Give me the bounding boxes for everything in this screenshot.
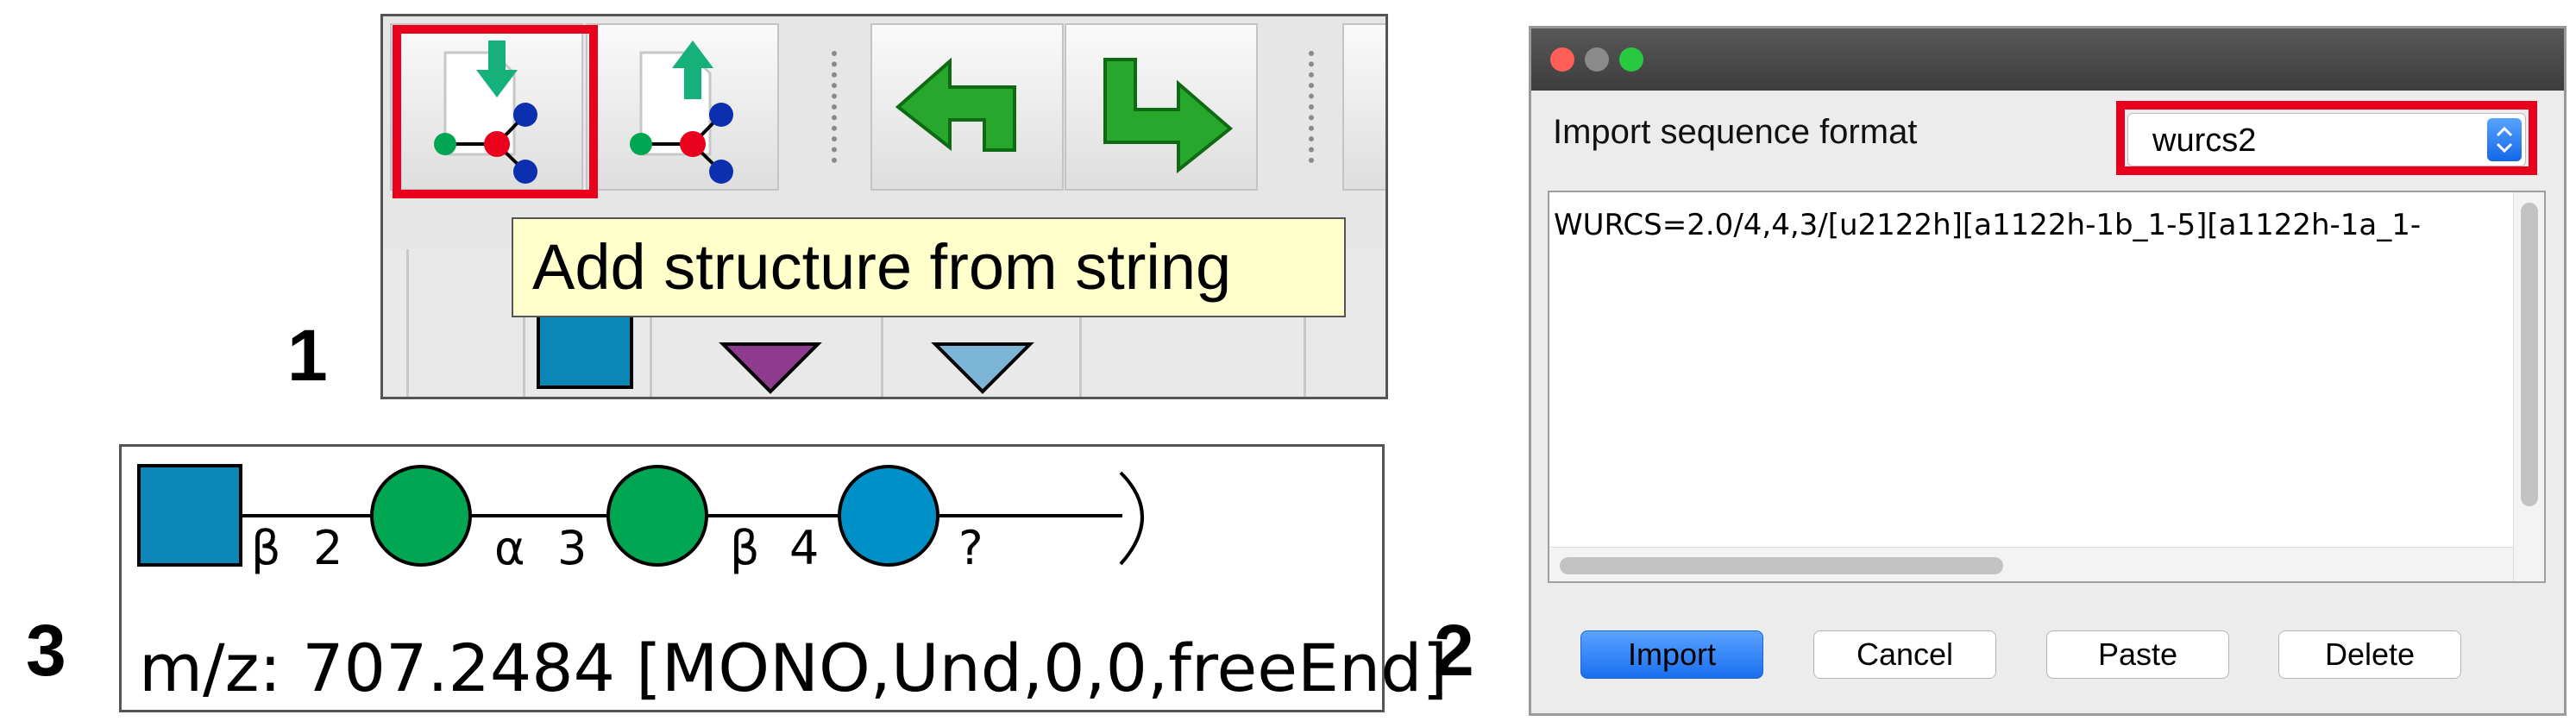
format-select[interactable]: wurcs2 <box>2127 113 2526 166</box>
panel-label-1: 1 <box>287 315 328 396</box>
tooltip: Add structure from string <box>512 217 1346 317</box>
toolbar-separator <box>1309 51 1319 163</box>
delete-button[interactable]: Delete <box>2278 630 2461 679</box>
sequence-textarea[interactable]: WURCS=2.0/4,4,3/[u2122h][a1122h-1b_1-5][… <box>1548 191 2546 583</box>
chevron-updown-icon <box>2487 118 2522 161</box>
linkage-position: 2 <box>313 521 342 575</box>
import-dialog: Import sequence format wurcs2 WURCS=2.0/… <box>1529 26 2567 716</box>
highlight-box <box>393 25 598 198</box>
man-circle-icon <box>606 465 708 567</box>
import-button[interactable]: Import <box>1580 630 1763 679</box>
linkage-anomer: α <box>494 521 525 575</box>
horizontal-scrollbar[interactable] <box>1549 547 2513 581</box>
palette-diamond-purple[interactable] <box>652 249 883 397</box>
panel-label-2: 2 <box>1434 610 1474 691</box>
linkage-anomer: β <box>251 521 280 575</box>
glycan-structure: β 2 α 3 β 4 ? <box>137 464 1144 575</box>
linkage-anomer: β <box>730 521 759 575</box>
vertical-scrollbar[interactable] <box>2513 192 2544 581</box>
zoom-icon[interactable] <box>1619 47 1643 72</box>
format-select-value: wurcs2 <box>2152 122 2257 159</box>
panel-label-3: 3 <box>26 610 66 691</box>
horizontal-scroll-thumb[interactable] <box>1560 557 2003 574</box>
glc-circle-icon <box>838 465 939 567</box>
toolbar-separator <box>832 51 842 163</box>
glcnac-square-icon <box>137 464 242 567</box>
highlight-box <box>2116 101 2537 175</box>
close-icon[interactable] <box>1550 47 1574 72</box>
toolbar-panel <box>380 14 1388 399</box>
linkage-anomer: ? <box>958 521 983 575</box>
diamond-purple-residue-icon <box>719 342 822 394</box>
mz-readout: m/z: 707.2484 [MONO,Und,0,0,freeEnd] <box>139 630 1448 706</box>
add-structure-from-string-icon <box>434 41 537 184</box>
redo-arrow-icon <box>1103 58 1234 174</box>
reducing-end-icon <box>1119 471 1144 566</box>
add-structure-from-string-button[interactable] <box>390 23 583 191</box>
export-structure-icon <box>630 41 733 184</box>
diamond-lightblue-residue-icon <box>931 342 1034 394</box>
linkage-position: 4 <box>789 521 819 575</box>
glycan-panel: β 2 α 3 β 4 ? <box>119 444 1385 712</box>
linkage-position: 3 <box>557 521 587 575</box>
toolbar-button-partial[interactable] <box>1342 23 1385 191</box>
export-structure-button[interactable] <box>586 23 779 191</box>
format-label: Import sequence format <box>1553 113 1918 151</box>
title-bar[interactable] <box>1531 28 2564 91</box>
man-circle-icon <box>370 465 472 567</box>
undo-button[interactable] <box>870 23 1064 191</box>
cancel-button[interactable]: Cancel <box>1813 630 1996 679</box>
minimize-icon[interactable] <box>1585 47 1609 72</box>
paste-button[interactable]: Paste <box>2046 630 2229 679</box>
sequence-text: WURCS=2.0/4,4,3/[u2122h][a1122h-1b_1-5][… <box>1554 208 2422 242</box>
undo-arrow-icon <box>895 57 1016 152</box>
redo-button[interactable] <box>1065 23 1258 191</box>
palette-diamond-lightblue[interactable] <box>883 249 1082 397</box>
vertical-scroll-thumb[interactable] <box>2521 203 2538 506</box>
